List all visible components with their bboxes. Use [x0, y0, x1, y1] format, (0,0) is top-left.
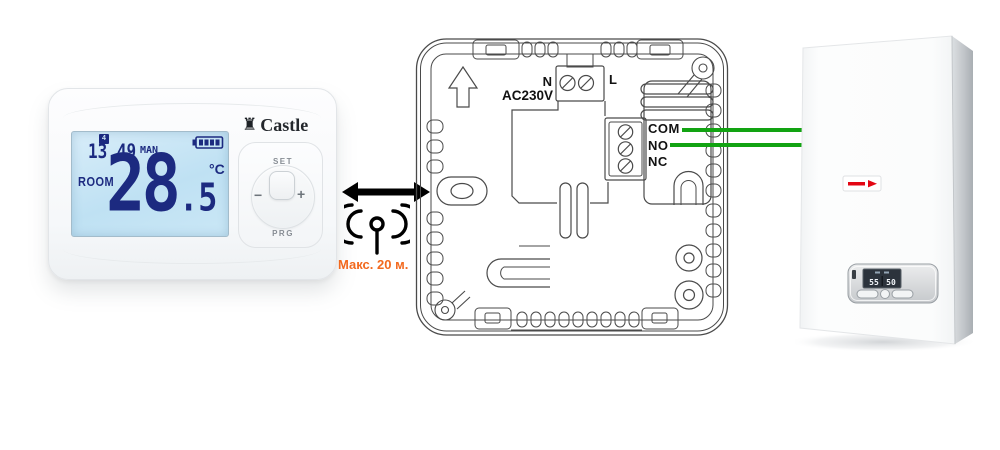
com-terminal-label: COM — [648, 121, 680, 136]
cable-entry-hole — [436, 176, 488, 206]
boiler-left-button[interactable] — [856, 289, 879, 299]
boiler-lcd: 55 50 — [862, 268, 902, 289]
bottom-fixings — [474, 244, 704, 331]
nc-terminal-label: NC — [648, 154, 668, 169]
line-terminal-label: L — [609, 72, 617, 87]
wire-com-to-boiler — [682, 128, 806, 132]
thermostat-bottom-seam — [63, 249, 321, 264]
wireless-range-label: Макс. 20 м. — [338, 257, 409, 272]
wiring-channel — [486, 101, 609, 288]
lcd-room-label: ROOM — [78, 175, 115, 190]
screw-bosses — [434, 56, 715, 321]
ok-button[interactable] — [269, 171, 295, 200]
thermostat-lcd: 4 13 49 MAN ROOM 28 .5 °C — [71, 131, 229, 237]
receiver-backplate-diagram: N L AC230V COM NO NC — [415, 38, 729, 336]
lcd-time: 13 49 — [88, 140, 137, 163]
lcd-mode: MAN — [140, 145, 159, 156]
up-arrow-icon — [447, 65, 479, 108]
boiler-right-button[interactable] — [891, 289, 914, 299]
mains-voltage-label: AC230V — [502, 88, 553, 103]
prg-button[interactable]: PRG — [272, 229, 294, 238]
boiler-temp-left: 55 — [869, 278, 879, 287]
minus-button[interactable]: − — [254, 187, 263, 203]
boiler-control-panel: 55 50 — [847, 263, 939, 304]
castle-tower-icon: ♜ — [242, 115, 258, 134]
temp-integer: 28 — [106, 138, 181, 230]
brand-name: Castle — [260, 114, 309, 135]
thermostat-top-seam — [63, 103, 321, 118]
boiler-center-button[interactable] — [880, 289, 890, 299]
relay-compartment — [640, 80, 714, 205]
battery-icon — [192, 136, 224, 149]
lcd-temperature: 28 .5 — [106, 138, 218, 230]
boiler-unit: 55 50 — [795, 35, 978, 352]
top-mounting-clips — [472, 39, 684, 60]
thermostat-unit: 4 13 49 MAN ROOM 28 .5 °C ♜ Castle — [48, 88, 337, 280]
relay-terminal-block — [604, 117, 647, 181]
power-indicator-icon — [852, 270, 856, 279]
mains-terminal-block — [555, 53, 605, 102]
boiler-logo-badge — [842, 175, 882, 192]
radio-antenna-icon — [344, 203, 410, 255]
temp-decimal: .5 — [179, 176, 218, 221]
boiler-temp-right: 50 — [886, 278, 896, 287]
wire-no-to-boiler — [670, 143, 806, 147]
bidirectional-arrow-icon — [342, 182, 430, 202]
brand-logo: ♜ Castle — [242, 115, 308, 135]
boiler-edge — [951, 35, 956, 345]
plus-button[interactable]: + — [297, 186, 306, 202]
boiler-side-panel — [952, 36, 973, 344]
neutral-terminal-label: N — [543, 74, 552, 89]
no-terminal-label: NO — [648, 138, 669, 153]
set-button[interactable]: SET — [272, 157, 294, 166]
lcd-degree-unit: °C — [209, 161, 225, 177]
day-badge: 4 — [99, 134, 109, 144]
